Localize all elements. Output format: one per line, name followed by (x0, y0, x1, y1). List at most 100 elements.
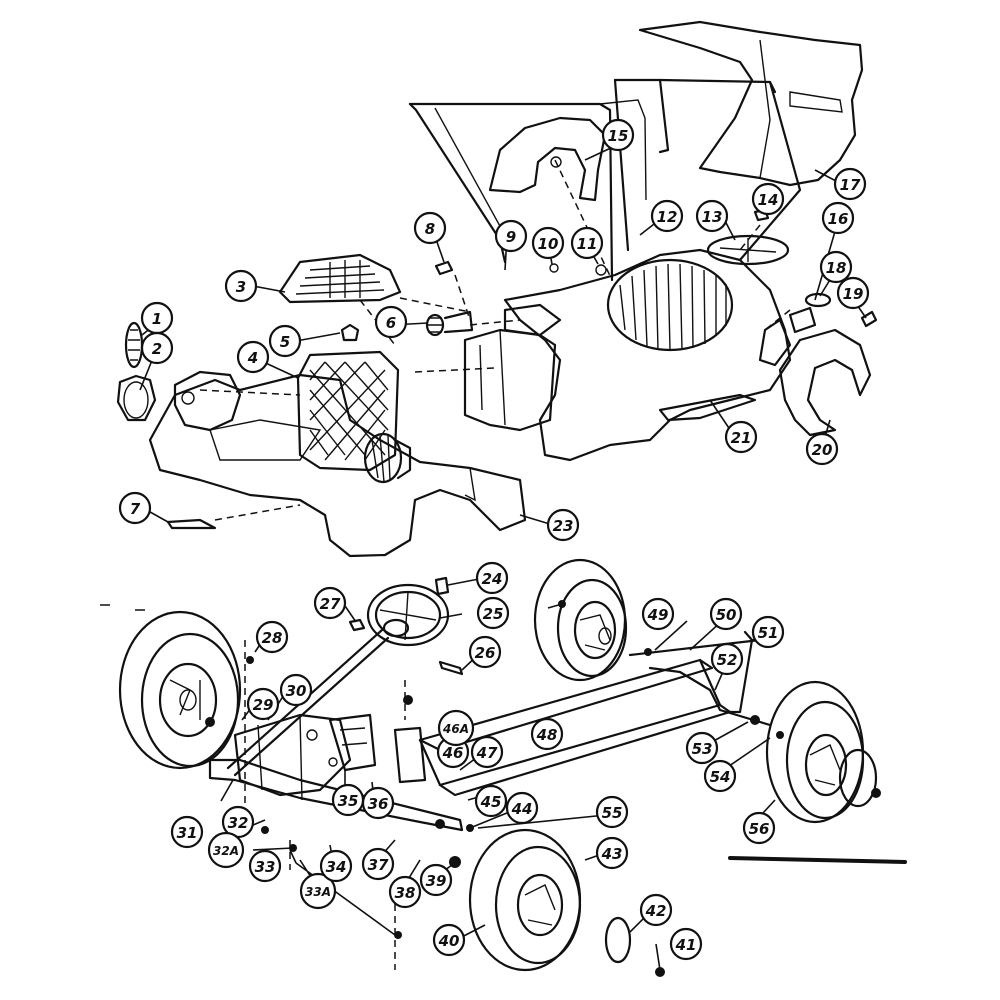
callout-label: 1 (152, 310, 162, 328)
callout-label: 40 (438, 932, 460, 950)
callout-label: 48 (536, 726, 558, 744)
callout-circle (742, 811, 776, 845)
callout-circle (236, 340, 270, 374)
callout-circle (601, 118, 635, 152)
callout-label: 3 (236, 278, 246, 296)
callout-label: 25 (483, 605, 504, 623)
callout-circle (374, 305, 408, 339)
lamp-bracket (788, 306, 817, 334)
upper-steering-wheel (706, 234, 790, 266)
callout-circle (319, 849, 353, 883)
callout-label: 19 (843, 285, 864, 303)
callout-circle (118, 491, 152, 525)
callout-label: 50 (716, 606, 737, 624)
callout-circle (821, 201, 855, 235)
callout-label: 17 (840, 176, 861, 194)
running-board (658, 393, 757, 422)
callout-circle (669, 927, 703, 961)
callout-label: 28 (262, 629, 283, 647)
callout-label: 14 (758, 191, 779, 209)
horn (425, 313, 445, 337)
callout-circle (268, 324, 302, 358)
callout-circle (413, 211, 447, 245)
headlight-housing (173, 370, 242, 432)
rear-fender (778, 328, 872, 437)
callout-circle (361, 847, 395, 881)
callout-label: 32A (213, 844, 239, 858)
callout-circle (695, 199, 729, 233)
callout-label: 8 (425, 220, 435, 238)
callout-circle (595, 836, 629, 870)
callout-label: 9 (506, 228, 516, 246)
callout-label: 49 (647, 606, 669, 624)
callout-circle (313, 586, 347, 620)
callout-circle (505, 791, 539, 825)
callout-circle (570, 226, 604, 260)
callout-label: 26 (475, 644, 496, 662)
callout-circle (494, 219, 528, 253)
callout-label: 7 (130, 500, 141, 518)
callout-circle (474, 784, 508, 818)
callout-circle (246, 687, 280, 721)
hub-cap-rear (838, 748, 878, 808)
dashboard (463, 328, 557, 432)
hub-cap-front (604, 916, 632, 964)
callout-label: 46 (442, 744, 464, 762)
callout-label: 15 (608, 127, 629, 145)
callout-circle (470, 735, 504, 769)
soft-top (638, 20, 864, 187)
callout-circle (468, 635, 502, 669)
callout-label: 16 (828, 210, 849, 228)
callout-circle (531, 226, 565, 260)
callout-label: 35 (338, 792, 359, 810)
callout-label: 46A (442, 722, 469, 736)
callout-circle (475, 561, 509, 595)
callout-circle (432, 923, 466, 957)
callout-label: 6 (386, 314, 396, 332)
callout-circle (299, 872, 337, 910)
callout-circle (709, 597, 743, 631)
callout-label: 29 (253, 696, 274, 714)
callout-circle (224, 269, 258, 303)
callout-label: 11 (577, 235, 598, 253)
top-bow (613, 78, 670, 154)
callout-label: 21 (731, 429, 752, 447)
radiator-grille (296, 350, 400, 472)
callout-label: 37 (368, 856, 389, 874)
callout-circle (710, 642, 744, 676)
callout-label: 34 (326, 858, 347, 876)
callout-circle (530, 717, 564, 751)
callout-label: 5 (280, 333, 290, 351)
chassis-assembly (100, 558, 907, 977)
callout-label: 55 (602, 804, 623, 822)
callout-label: 23 (553, 517, 574, 535)
callout-circle (248, 849, 282, 883)
callout-label: 47 (476, 744, 498, 762)
callout-label: 41 (675, 936, 697, 954)
hood-panel (278, 253, 402, 304)
callout-label: 56 (749, 820, 770, 838)
callout-label: 20 (812, 441, 833, 459)
radiator-cap (340, 323, 360, 342)
fitting-8 (434, 260, 454, 276)
fender-headlight (363, 432, 403, 484)
callout-label: 42 (645, 902, 667, 920)
callout-circle (476, 596, 510, 630)
front-right-wheel (449, 828, 665, 977)
callout-label: 33A (305, 885, 331, 899)
callout-circle (751, 182, 785, 216)
rear-right-wheel (765, 680, 881, 824)
callout-circle (279, 673, 313, 707)
callout-circle (361, 786, 395, 820)
callout-circle (805, 432, 839, 466)
callout-label: 24 (482, 570, 503, 588)
callout-circle (641, 597, 675, 631)
callout-label: 12 (657, 208, 678, 226)
callout-label: 4 (247, 349, 258, 367)
front-left-wheel (118, 610, 242, 770)
callout-circle (595, 795, 629, 829)
rear-fender-piece (488, 116, 607, 202)
trim-strip (166, 518, 217, 530)
callout-circle (819, 250, 853, 284)
